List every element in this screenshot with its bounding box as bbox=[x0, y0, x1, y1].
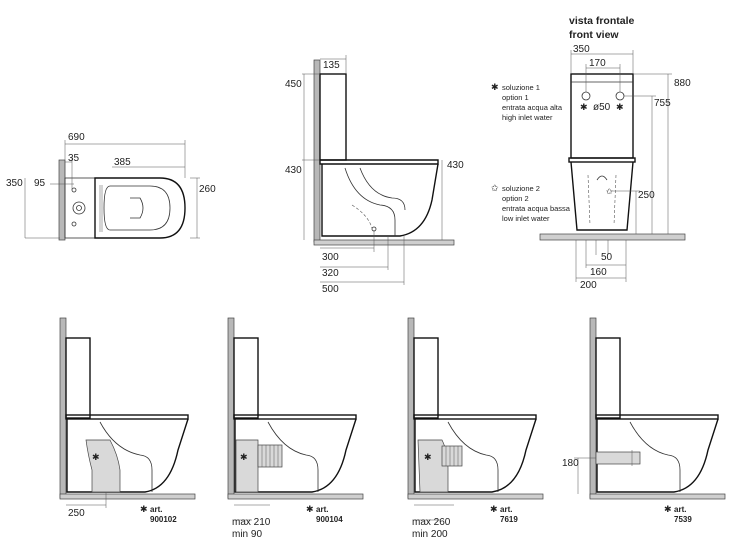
side-wall bbox=[313, 59, 321, 243]
svg-text:✱: ✱ bbox=[424, 452, 432, 462]
svg-text:250: 250 bbox=[68, 508, 85, 519]
svg-text:option 2: option 2 bbox=[502, 194, 529, 203]
dim-350-plan: 350 bbox=[6, 178, 23, 189]
svg-text:art.: art. bbox=[150, 505, 162, 514]
dim-500: 500 bbox=[322, 284, 339, 295]
svg-text:high inlet water: high inlet water bbox=[502, 113, 553, 122]
dim-160: 160 bbox=[590, 267, 607, 278]
dim-755: 755 bbox=[654, 98, 671, 109]
front-view: vista frontale front view ✩ 350 bbox=[539, 15, 691, 291]
variant3-corrugated bbox=[441, 445, 463, 467]
side-bowl bbox=[321, 163, 439, 237]
art-7539: 7539 bbox=[674, 515, 692, 524]
option2-star-outline-icon: ✩ bbox=[491, 183, 499, 193]
dim-385: 385 bbox=[114, 157, 131, 168]
front-view-title-it: vista frontale bbox=[569, 15, 635, 27]
art-900102: 900102 bbox=[150, 515, 177, 524]
dim-300: 300 bbox=[322, 252, 339, 263]
variant-7619: ✱ max 260 min 200 ✱ art. 7619 bbox=[407, 317, 544, 540]
option1-star-icon: ✱ bbox=[491, 82, 499, 92]
dim-35: 35 bbox=[68, 153, 80, 164]
dim-95: 95 bbox=[34, 178, 46, 189]
variant4-pipe bbox=[595, 451, 641, 465]
svg-text:✱: ✱ bbox=[490, 504, 498, 514]
dim-260: 260 bbox=[199, 184, 216, 195]
front-floor bbox=[539, 233, 686, 241]
dim-250-front: 250 bbox=[638, 190, 655, 201]
variant-900104: ✱ max 210 min 90 ✱ art. 900104 bbox=[227, 317, 364, 540]
plan-view: 690 35 385 350 95 260 bbox=[6, 132, 216, 241]
svg-text:art.: art. bbox=[674, 505, 686, 514]
art-7619: 7619 bbox=[500, 515, 518, 524]
front-view-title-en: front view bbox=[569, 29, 619, 41]
svg-text:✱: ✱ bbox=[92, 452, 100, 462]
variant-900102: ✱ 250 ✱ art. 900102 bbox=[59, 317, 196, 524]
art-900104: 900104 bbox=[316, 515, 343, 524]
front-bowl bbox=[570, 161, 634, 231]
dim-135: 135 bbox=[323, 60, 340, 71]
side-view: 135 450 430 430 300 320 500 bbox=[285, 55, 464, 295]
svg-text:✱: ✱ bbox=[240, 452, 248, 462]
front-star-left-icon: ✱ bbox=[580, 102, 588, 112]
plan-bowl bbox=[94, 177, 186, 239]
dim-690: 690 bbox=[68, 132, 85, 143]
plan-seat-outline bbox=[103, 185, 171, 231]
front-tank bbox=[570, 73, 634, 159]
svg-text:min 200: min 200 bbox=[412, 529, 448, 540]
dim-170: 170 bbox=[589, 58, 606, 69]
dim-450: 450 bbox=[285, 79, 302, 90]
svg-text:soluzione 2: soluzione 2 bbox=[502, 184, 540, 193]
variant-7539: 180 ✱ art. 7539 bbox=[562, 317, 726, 524]
dim-350-front: 350 bbox=[573, 44, 590, 55]
side-floor bbox=[313, 239, 455, 246]
plan-wall bbox=[58, 159, 66, 241]
front-star-right-icon: ✱ bbox=[616, 102, 624, 112]
dim-880: 880 bbox=[674, 78, 691, 89]
front-star-icon: ✩ bbox=[606, 187, 613, 196]
svg-text:art.: art. bbox=[500, 505, 512, 514]
svg-text:soluzione 1: soluzione 1 bbox=[502, 83, 540, 92]
svg-text:entrata acqua bassa: entrata acqua bassa bbox=[502, 204, 571, 213]
front-inlet-left bbox=[581, 91, 591, 101]
side-tank bbox=[319, 73, 347, 161]
dim-430-left: 430 bbox=[285, 165, 302, 176]
plan-tank bbox=[64, 177, 96, 239]
svg-text:max 260: max 260 bbox=[412, 517, 451, 528]
svg-text:option 1: option 1 bbox=[502, 93, 529, 102]
front-seat bbox=[568, 157, 636, 163]
svg-text:entrata acqua alta: entrata acqua alta bbox=[502, 103, 563, 112]
svg-text:180: 180 bbox=[562, 458, 579, 469]
front-inlet-right bbox=[615, 91, 625, 101]
side-seat bbox=[319, 159, 439, 165]
plan-flush-button bbox=[72, 201, 86, 215]
svg-text:✱: ✱ bbox=[664, 504, 672, 514]
svg-text:✱: ✱ bbox=[140, 504, 148, 514]
dim-320: 320 bbox=[322, 268, 339, 279]
dim-430-right: 430 bbox=[447, 160, 464, 171]
variant1-pipe bbox=[85, 439, 121, 493]
svg-text:low inlet water: low inlet water bbox=[502, 214, 550, 223]
legend: ✱ soluzione 1 option 1 entrata acqua alt… bbox=[491, 82, 571, 223]
dim-50: 50 bbox=[601, 252, 613, 263]
svg-text:min 90: min 90 bbox=[232, 529, 262, 540]
dim-ø50: ø50 bbox=[593, 102, 611, 113]
svg-text:art.: art. bbox=[316, 505, 328, 514]
svg-text:✱: ✱ bbox=[306, 504, 314, 514]
dim-200: 200 bbox=[580, 280, 597, 291]
variant2-corrugated bbox=[257, 444, 283, 468]
svg-text:max 210: max 210 bbox=[232, 517, 271, 528]
variant2-pipe bbox=[235, 439, 259, 493]
